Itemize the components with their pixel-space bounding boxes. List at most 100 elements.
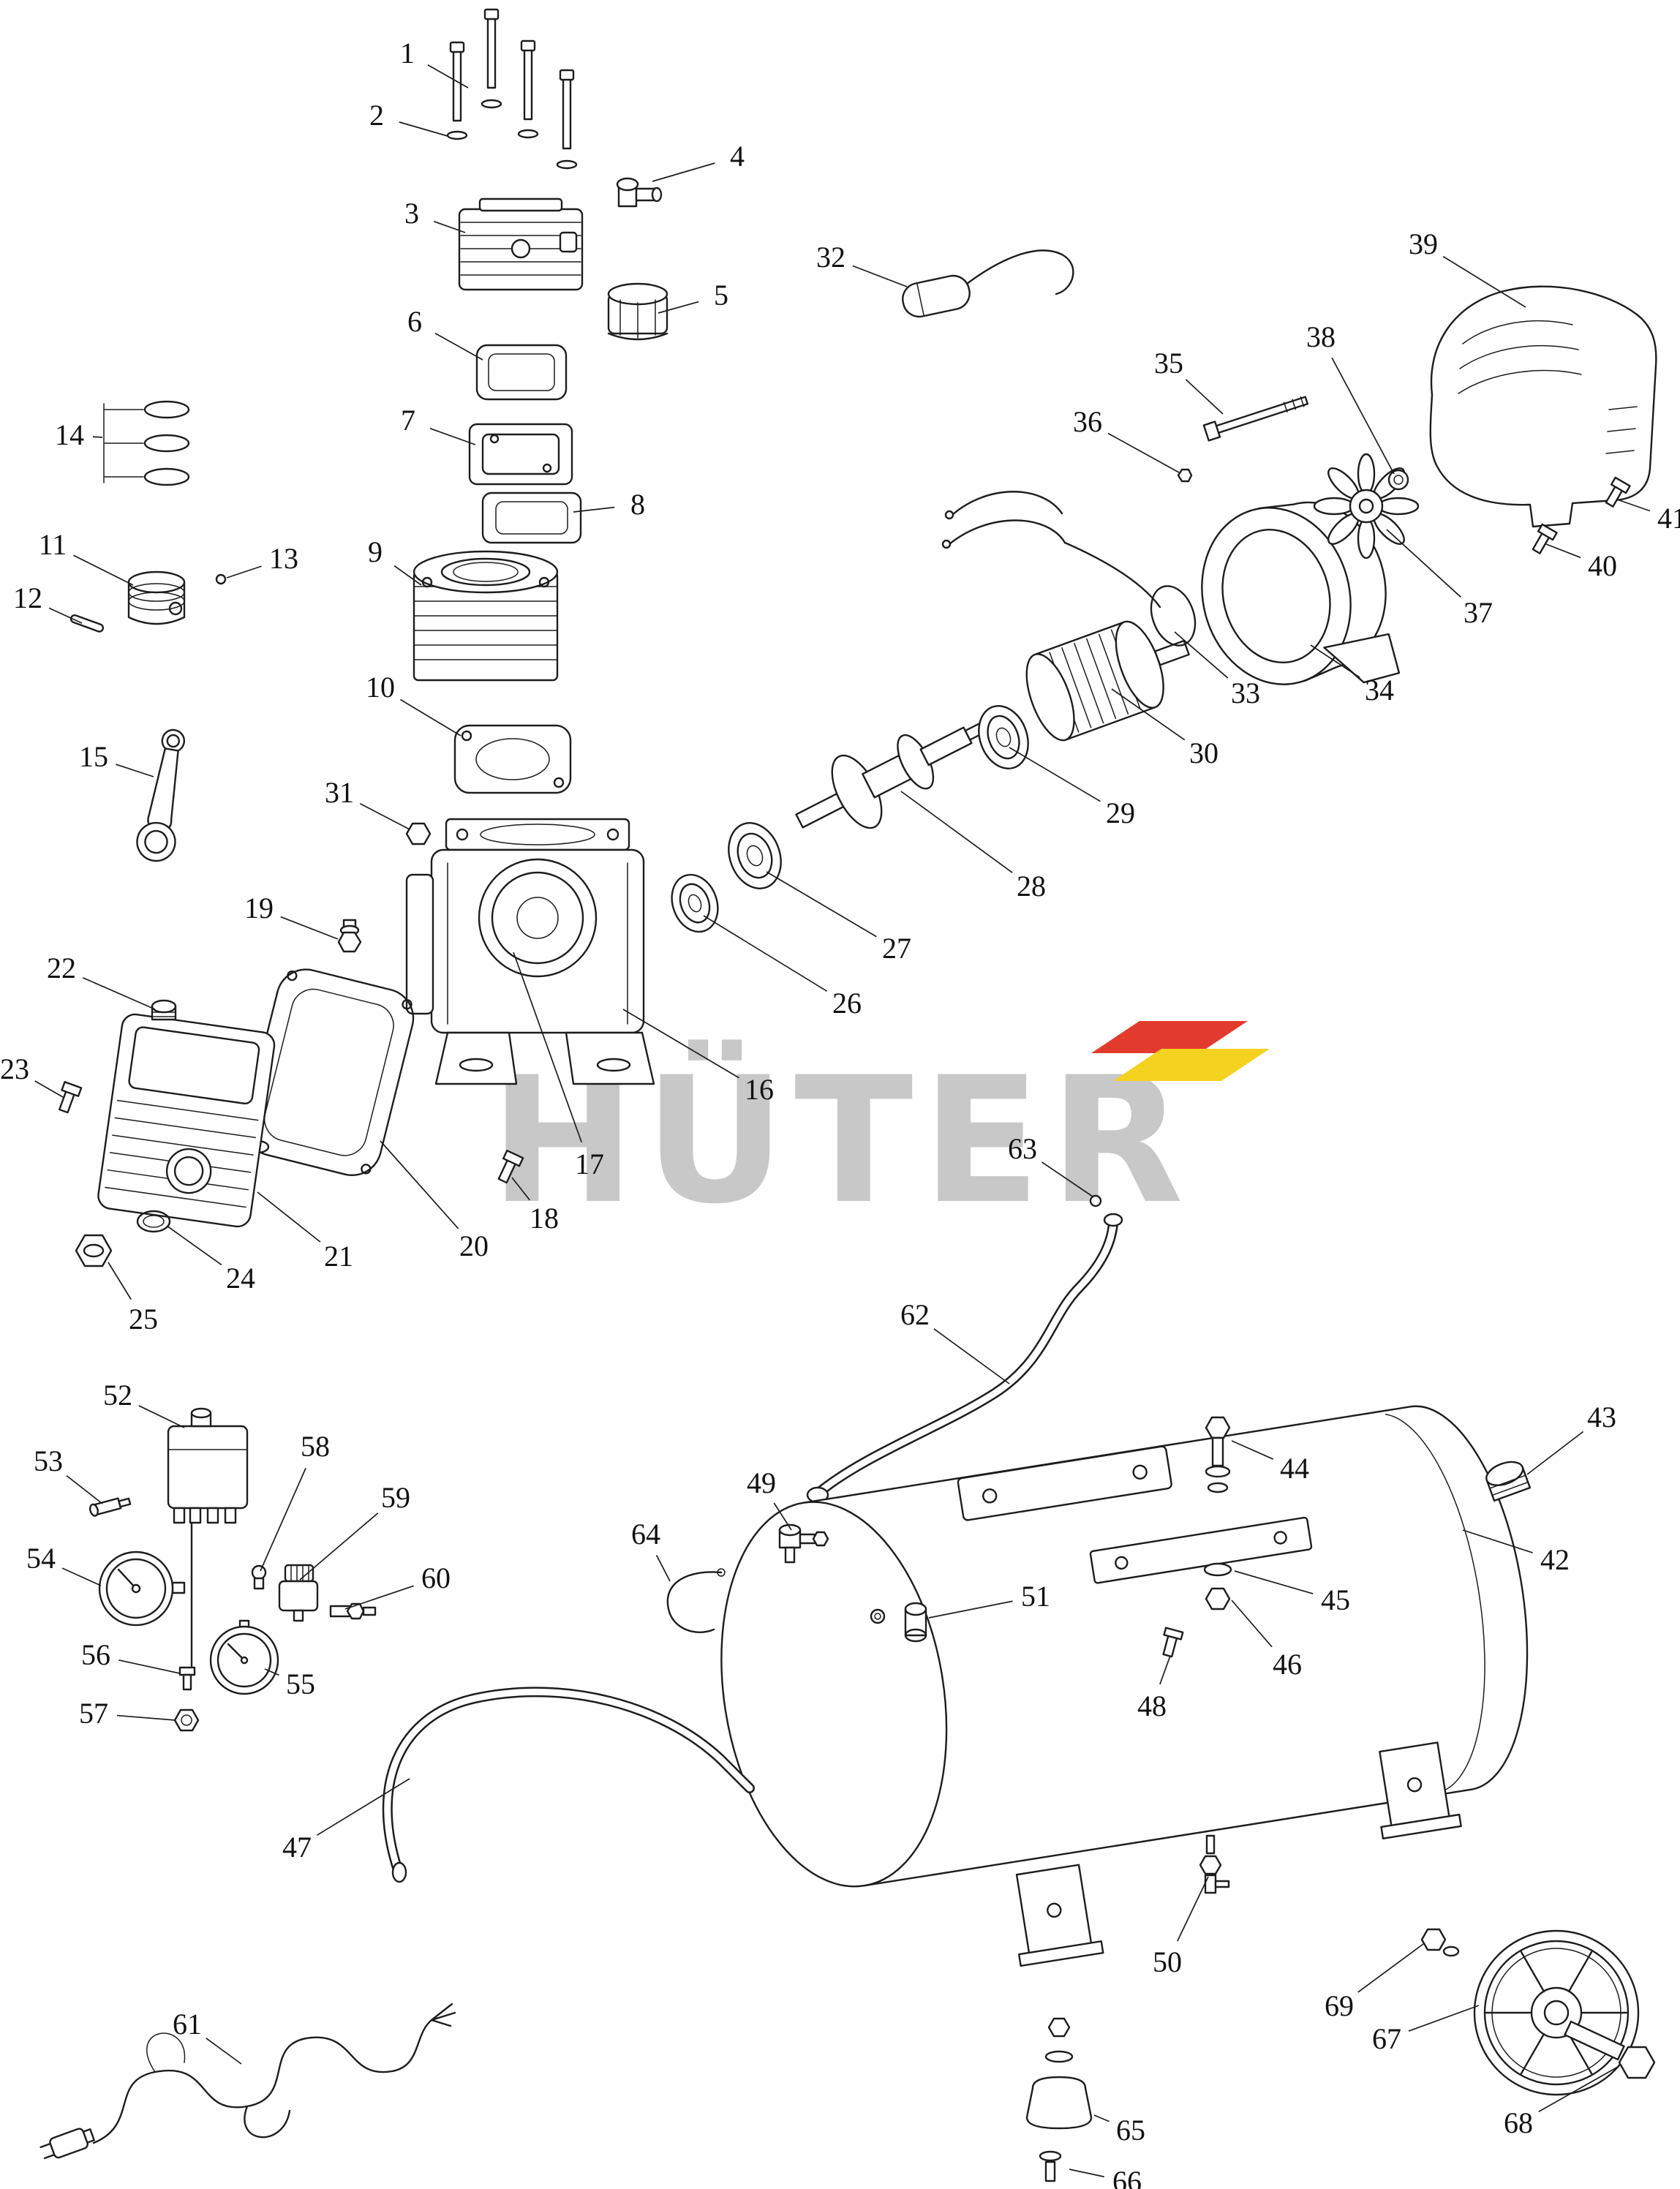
leader-line-30 [1111, 688, 1186, 741]
part-label-6: 6 [407, 305, 422, 338]
leader-line-1 [427, 64, 469, 88]
part-label-2: 2 [369, 99, 384, 132]
bearing-27 [728, 822, 782, 889]
leader-line-29 [1009, 747, 1101, 802]
leader-line-26 [703, 915, 828, 992]
leader-line-37 [1386, 529, 1461, 598]
hex-nut-36 [1177, 468, 1193, 483]
leader-line-23 [34, 1080, 64, 1098]
check-valve [870, 1602, 927, 1643]
leader-line-35 [1185, 379, 1224, 415]
part-label-62: 62 [900, 1298, 930, 1331]
oil-fill-plug [151, 999, 177, 1021]
crankshaft [795, 717, 995, 829]
leader-line-45 [1234, 1570, 1314, 1594]
part-label-58: 58 [301, 1430, 330, 1463]
axle-nut-69 [1420, 1928, 1460, 1957]
part-label-19: 19 [244, 892, 274, 924]
leader-line-6 [434, 332, 483, 361]
hex-nut-31 [405, 822, 432, 845]
part-label-10: 10 [366, 671, 395, 704]
leader-line-34 [1310, 644, 1360, 679]
leader-line-40 [1545, 543, 1581, 559]
leader-line-52 [138, 1405, 185, 1428]
foot-screw [1039, 2150, 1062, 2182]
part-label-33: 33 [1231, 677, 1260, 709]
part-label-23: 23 [0, 1052, 29, 1085]
outlet-fitting [778, 1523, 829, 1564]
part-label-48: 48 [1137, 1689, 1167, 1722]
part-label-42: 42 [1540, 1543, 1570, 1576]
part-label-63: 63 [1008, 1132, 1037, 1165]
part-label-17: 17 [575, 1148, 604, 1180]
part-label-34: 34 [1365, 674, 1394, 707]
part-label-54: 54 [26, 1542, 56, 1575]
part-label-46: 46 [1273, 1648, 1302, 1681]
bearing-29 [978, 705, 1029, 769]
part-label-16: 16 [745, 1073, 774, 1106]
leader-line-43 [1526, 1431, 1584, 1475]
pipe-fitting-63 [1089, 1194, 1102, 1207]
leader-line-20 [380, 1140, 459, 1229]
wheel [1473, 1929, 1640, 2096]
bearing-26 [671, 873, 719, 933]
tank-screw [1162, 1627, 1184, 1658]
power-cord [39, 2002, 456, 2160]
switch-fitting-53 [89, 1497, 132, 1517]
rotor [1025, 620, 1190, 742]
leader-line-10 [400, 698, 462, 736]
leader-line-3 [433, 220, 466, 233]
wheel-bracket [1379, 1741, 1462, 1839]
leader-line-8 [573, 506, 615, 513]
pipe-bolt-56 [178, 1666, 196, 1691]
leader-line-67 [1408, 2005, 1480, 2032]
part-label-69: 69 [1325, 1989, 1354, 2022]
leader-line-51 [928, 1600, 1013, 1619]
part-label-12: 12 [13, 581, 42, 614]
base-gasket [453, 724, 572, 794]
outlet-pipe [806, 1213, 1123, 1504]
pressure-gauge-small [209, 1619, 279, 1695]
leader-line-19 [280, 916, 339, 940]
stator-housing [1201, 501, 1401, 685]
part-label-40: 40 [1588, 549, 1617, 582]
motor-o-ring [1150, 585, 1197, 647]
leader-line-46 [1231, 1600, 1273, 1648]
leader-line-41 [1619, 500, 1651, 512]
part-label-59: 59 [381, 1481, 410, 1514]
part-label-51: 51 [1021, 1580, 1050, 1613]
leader-line-15 [116, 764, 154, 777]
part-label-61: 61 [173, 2008, 202, 2041]
leader-line-22 [82, 977, 156, 1010]
leader-line-4 [652, 162, 715, 182]
leader-line-69 [1357, 1943, 1424, 1993]
part-label-15: 15 [79, 740, 108, 773]
leader-line-7 [429, 428, 476, 445]
part-label-25: 25 [129, 1303, 158, 1335]
leader-line-39 [1442, 256, 1526, 308]
unloader-tube [666, 1568, 726, 1633]
leader-line-13 [226, 565, 262, 579]
leader-line-68 [1538, 2066, 1619, 2112]
air-filter [607, 282, 668, 341]
part-label-20: 20 [459, 1229, 489, 1262]
pressure-switch [167, 1407, 249, 1668]
part-label-21: 21 [324, 1240, 353, 1273]
leader-line-65 [1093, 2114, 1110, 2122]
bracket-washer [1203, 1562, 1232, 1577]
motor-wires [941, 491, 1161, 609]
rubber-foot [1025, 2076, 1093, 2130]
part-label-45: 45 [1321, 1583, 1350, 1616]
flag-red-stripe [1091, 1021, 1248, 1053]
tank-plug [1485, 1461, 1532, 1502]
leader-line-55 [264, 1668, 279, 1676]
part-label-32: 32 [816, 241, 845, 274]
piston-rings [103, 400, 190, 486]
leader-line-64 [655, 1555, 671, 1582]
elbow-fitting [616, 177, 663, 208]
part-label-43: 43 [1587, 1401, 1616, 1433]
part-label-65: 65 [1116, 2114, 1145, 2147]
fan-washer [1387, 469, 1409, 491]
part-label-11: 11 [39, 528, 67, 561]
part-label-24: 24 [226, 1262, 255, 1295]
